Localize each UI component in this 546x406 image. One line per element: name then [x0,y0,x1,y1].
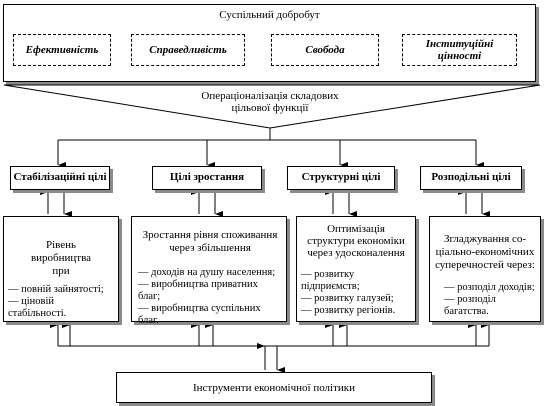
goal-title-structural: Структурні цілі [287,166,395,190]
list-item: — виробництва суспільних благ. [138,303,261,326]
list-item: — повній зайнятості; [8,284,104,295]
goal-title-stabilization: Стабілізаційні цілі [10,166,110,190]
value-justice: Справедливість [149,44,227,56]
list-item: — розвитку регіонів. [301,305,396,316]
value-freedom-box: Свобода [271,34,379,66]
goal-title-distribution: Розподільні цілі [420,166,522,190]
goal-desc-growth: Зростання рівня споживання через збільше… [131,216,287,326]
goal-title-growth: Цілі зростання [152,166,262,190]
value-freedom: Свобода [305,44,345,56]
goal-desc-distribution: Згладжування со-ціально-економічних супе… [429,216,541,322]
goal-desc-items: — розвитку підприємств; — розвитку галуз… [301,269,411,317]
list-item: — розподіл багатства. [444,294,496,317]
goal-desc-heading: Рівень виробництва при [30,239,92,277]
value-institutional: Інституційні цінності [425,38,494,62]
list-item: — розвитку підприємств; [301,269,360,292]
list-item: — доходів на душу населення; [138,267,276,278]
goal-desc-heading: Згладжування со-ціально-економічних супе… [435,233,535,271]
goal-desc-heading: Зростання рівня споживання через збільше… [142,229,278,254]
goal-desc-heading: Оптимізація структури економіки через уд… [307,223,405,259]
policy-tools-box: Інструменти економічної політики [116,372,432,403]
value-institutional-box: Інституційні цінності [402,34,517,66]
value-justice-box: Справедливість [131,34,245,66]
value-efficiency-box: Ефективність [13,34,111,66]
list-item: — ціновій стабільності. [8,296,67,319]
list-item: — розподіл доходів; [444,282,535,293]
value-efficiency: Ефективність [25,44,99,56]
goal-desc-items: — доходів на душу населення; — виробницт… [138,267,282,327]
goal-desc-items: — повній зайнятості; — ціновій стабільно… [8,284,114,320]
list-item: — виробництва приватних благ; [138,279,258,302]
goal-desc-stabilization: Рівень виробництва при — повній зайнятос… [3,216,119,322]
operationalization-label: Операціоналізація складових цільової фун… [201,90,339,114]
goal-desc-items: — розподіл доходів; — розподіл багатства… [434,282,536,318]
policy-tools-label: Інструменти економічної політики [192,381,356,394]
list-item: — розвитку галузей; [301,293,394,304]
social-welfare-title: Суспільний добробут [219,9,320,21]
goal-desc-structural: Оптимізація структури економіки через уд… [296,216,416,322]
